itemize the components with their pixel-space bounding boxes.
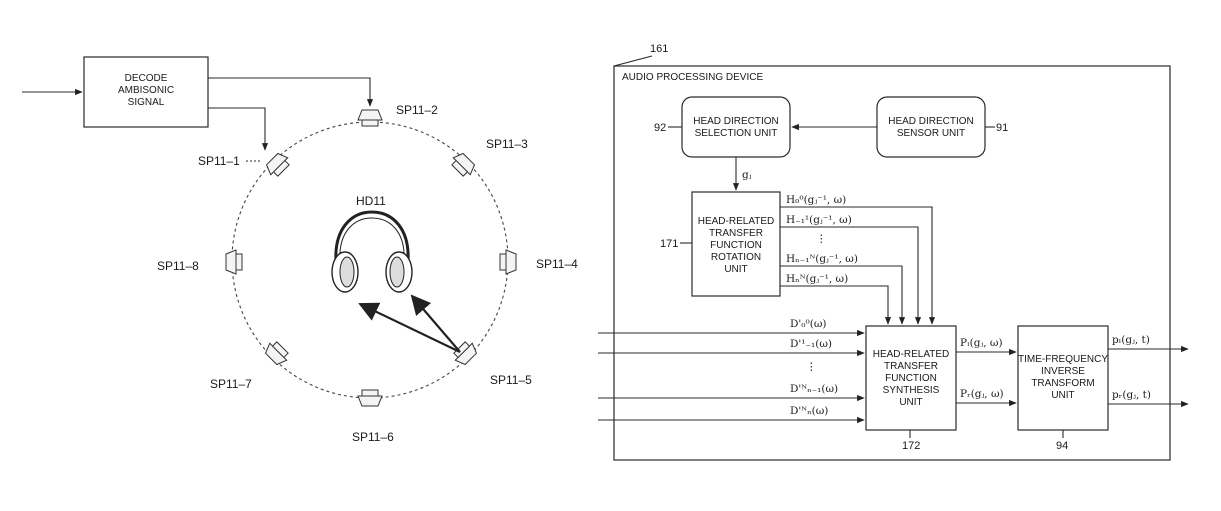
tf-inverse-transform-unit (1017, 325, 1109, 431)
speaker-label-2: SP11–2 (396, 103, 438, 117)
device-ref-leader (613, 55, 653, 67)
rot-line-3: FUNCTION (710, 240, 762, 251)
rot-line-4: ROTATION (711, 252, 761, 263)
speaker-sp11-5 (453, 341, 478, 366)
h-label-n: Hₙᴺ(gⱼ⁻¹, ω) (786, 273, 848, 285)
pl-time-label: pₗ(gⱼ, t) (1112, 334, 1150, 346)
device-frame (613, 65, 1171, 461)
h-label-1: H₋₁¹(gⱼ⁻¹, ω) (786, 214, 852, 226)
speaker-sp11-4 (499, 249, 517, 275)
headphones-icon (331, 210, 413, 293)
sound-arrow-2 (410, 294, 461, 353)
h-label-n-1: Hₙ₋₁ᴺ(gⱼ⁻¹, ω) (786, 253, 858, 265)
decoder-to-sp2 (208, 77, 374, 107)
speaker-sp11-6 (357, 389, 383, 407)
hds-ref: 92 (654, 122, 666, 134)
speaker-sp11-8 (225, 249, 243, 275)
speaker-label-6: SP11–6 (352, 430, 394, 444)
d-label-1: D'¹₋₁(ω) (790, 338, 832, 350)
hds-line-2: SELECTION UNIT (695, 128, 778, 139)
rot-line-2: TRANSFER (709, 228, 763, 239)
syn-line-5: UNIT (899, 397, 922, 408)
speaker-sp11-2 (357, 109, 383, 127)
speaker-label-4: SP11–4 (536, 257, 578, 271)
hdsens-line-1: HEAD DIRECTION (888, 116, 974, 127)
hrtf-rotation-unit (691, 191, 781, 297)
d-label-0: D'₀⁰(ω) (790, 318, 826, 330)
d-label-dots: ⋮ (806, 361, 817, 373)
sound-arrow-1 (358, 302, 461, 353)
speaker-label-3: SP11–3 (486, 137, 528, 151)
decoder-line-1: DECODE (125, 73, 168, 84)
speaker-label-8: SP11–8 (157, 259, 199, 273)
tfi-line-1: TIME-FREQUENCY (1018, 354, 1108, 365)
speaker-label-5: SP11–5 (490, 373, 532, 387)
decoder-box (83, 56, 209, 128)
syn-line-4: SYNTHESIS (883, 385, 940, 396)
tfi-ref: 94 (1056, 440, 1068, 452)
pr-time-label: pᵣ(gⱼ, t) (1112, 389, 1151, 401)
device-title: AUDIO PROCESSING DEVICE (622, 72, 763, 83)
tfi-line-2: INVERSE (1041, 366, 1085, 377)
hdsens-ref: 91 (996, 122, 1008, 134)
hrtf-synthesis-unit (865, 325, 957, 431)
syn-line-1: HEAD-RELATED (873, 349, 950, 360)
audio-processing-device-figure: 161 AUDIO PROCESSING DEVICE HEAD DIRECTI… (598, 43, 1189, 461)
d-label-n-1: D'ᴺₙ₋₁(ω) (790, 383, 838, 395)
head-direction-sensor-unit (876, 96, 986, 158)
syn-line-3: FUNCTION (885, 373, 937, 384)
syn-ref: 172 (902, 440, 920, 452)
speaker-sp11-1 (265, 152, 290, 177)
device-ref: 161 (650, 43, 668, 55)
hds-line-1: HEAD DIRECTION (693, 116, 779, 127)
tfi-line-3: TRANSFORM (1031, 378, 1094, 389)
hdsens-line-2: SENSOR UNIT (897, 128, 965, 139)
speaker-label-1: SP11–1 (198, 154, 240, 168)
ambisonic-playback-figure: DECODE AMBISONIC SIGNAL (22, 56, 578, 444)
headphone-label: HD11 (356, 194, 386, 208)
rot-ref: 171 (660, 238, 678, 250)
h-label-dots: ⋮ (816, 233, 827, 245)
speaker-sp11-7 (264, 341, 289, 366)
h-line-n-1 (780, 265, 906, 325)
speaker-sp11-3 (451, 152, 476, 177)
pr-freq-label: Pᵣ(gⱼ, ω) (960, 388, 1004, 400)
decoder-to-sp1 (208, 107, 269, 151)
gj-label: gⱼ (742, 169, 752, 181)
rot-line-1: HEAD-RELATED (698, 216, 775, 227)
tfi-line-4: UNIT (1051, 390, 1074, 401)
speaker-label-7: SP11–7 (210, 377, 252, 391)
head-direction-selection-unit (681, 96, 791, 158)
h-line-n (780, 285, 892, 325)
pl-freq-label: Pₗ(gⱼ, ω) (960, 337, 1003, 349)
h-line-0 (780, 206, 936, 325)
syn-line-2: TRANSFER (884, 361, 938, 372)
h-line-1 (780, 226, 922, 325)
rot-line-5: UNIT (724, 264, 747, 275)
decoder-line-3: SIGNAL (128, 97, 165, 108)
decoder-line-2: AMBISONIC (118, 85, 174, 96)
d-label-n: D'ᴺₙ(ω) (790, 405, 828, 417)
h-label-0: H₀⁰(gⱼ⁻¹, ω) (786, 194, 846, 206)
